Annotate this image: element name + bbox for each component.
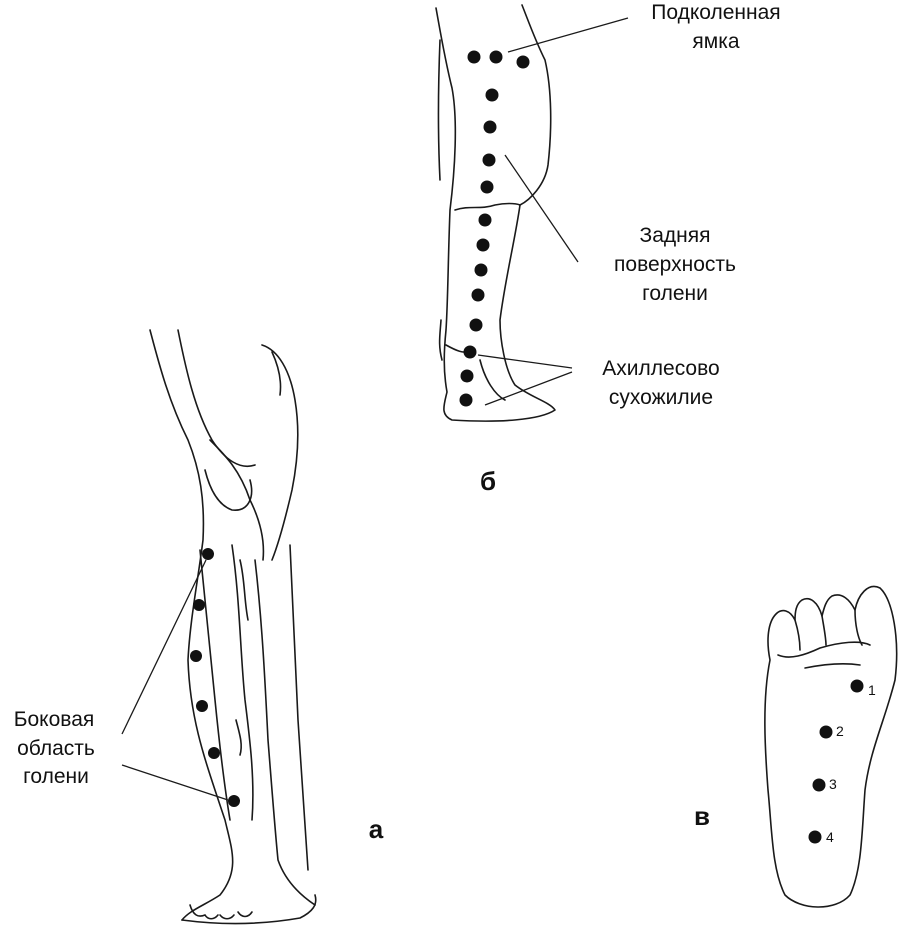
sole-point-number: 3 [829,776,837,792]
acupoint [202,548,214,560]
achilles-label-line1: Ахиллесово [602,357,719,380]
acupoint [190,650,202,662]
leader-posterior [504,154,579,263]
acupoint [489,50,503,64]
achilles-points [459,345,477,407]
lateral-label-line1: Боковая [14,708,95,731]
acupoint [808,830,822,844]
acupoint [193,599,205,611]
leader-achilles-2 [484,371,573,406]
acupoint [474,263,488,277]
acupoint [476,238,490,252]
panel-c-letter: в [694,801,710,831]
achilles-label-line2: сухожилие [609,386,713,409]
leg-side-outline [149,329,317,925]
acupoint [812,778,826,792]
sole-point-number: 1 [868,682,876,698]
acupoint [516,55,530,69]
acupoint [467,50,481,64]
leader-lateral-2 [121,764,229,801]
acupoint [480,180,494,194]
acupoint [485,88,499,102]
popliteal-fossa-points [467,50,530,69]
leader-lateral-1 [121,559,207,735]
lateral-calf-points [190,548,240,807]
acupoint [819,725,833,739]
popliteal-label-line2: ямка [692,30,739,53]
acupoint [471,288,485,302]
acupoint [460,369,474,383]
acupoint [469,318,483,332]
posterior-label-line2: поверхность [614,253,736,276]
acupoint [196,700,208,712]
popliteal-label-line1: Подколенная [651,1,780,24]
sole-points [808,679,864,844]
acupoint [459,393,473,407]
acupoint [478,213,492,227]
leader-achilles-1 [477,354,573,369]
panel-b-letter: б [480,466,496,496]
acupoint [482,153,496,167]
lateral-label-line3: голени [23,765,89,788]
calf-back-points [469,88,499,332]
panel-a-letter: а [369,814,384,844]
lateral-label-line2: область [17,737,95,760]
posterior-label-line3: голени [642,282,708,305]
panel-c-foot-sole: 1 2 3 4 в [694,585,898,908]
posterior-label-line1: Задняя [640,224,711,247]
panel-b-leg-back: Подколенная ямка Задняя поверхность голе… [435,1,781,496]
acupoint [463,345,477,359]
sole-point-number: 4 [826,829,834,845]
foot-sole-outline [764,585,898,908]
panel-a-leg-side: Боковая область голени а [14,329,384,925]
sole-point-number: 2 [836,723,844,739]
acupoint [850,679,864,693]
acupoint [483,120,497,134]
acupoint [208,747,220,759]
acupoint [228,795,240,807]
leg-back-outline [435,4,556,422]
leader-popliteal [507,17,629,53]
